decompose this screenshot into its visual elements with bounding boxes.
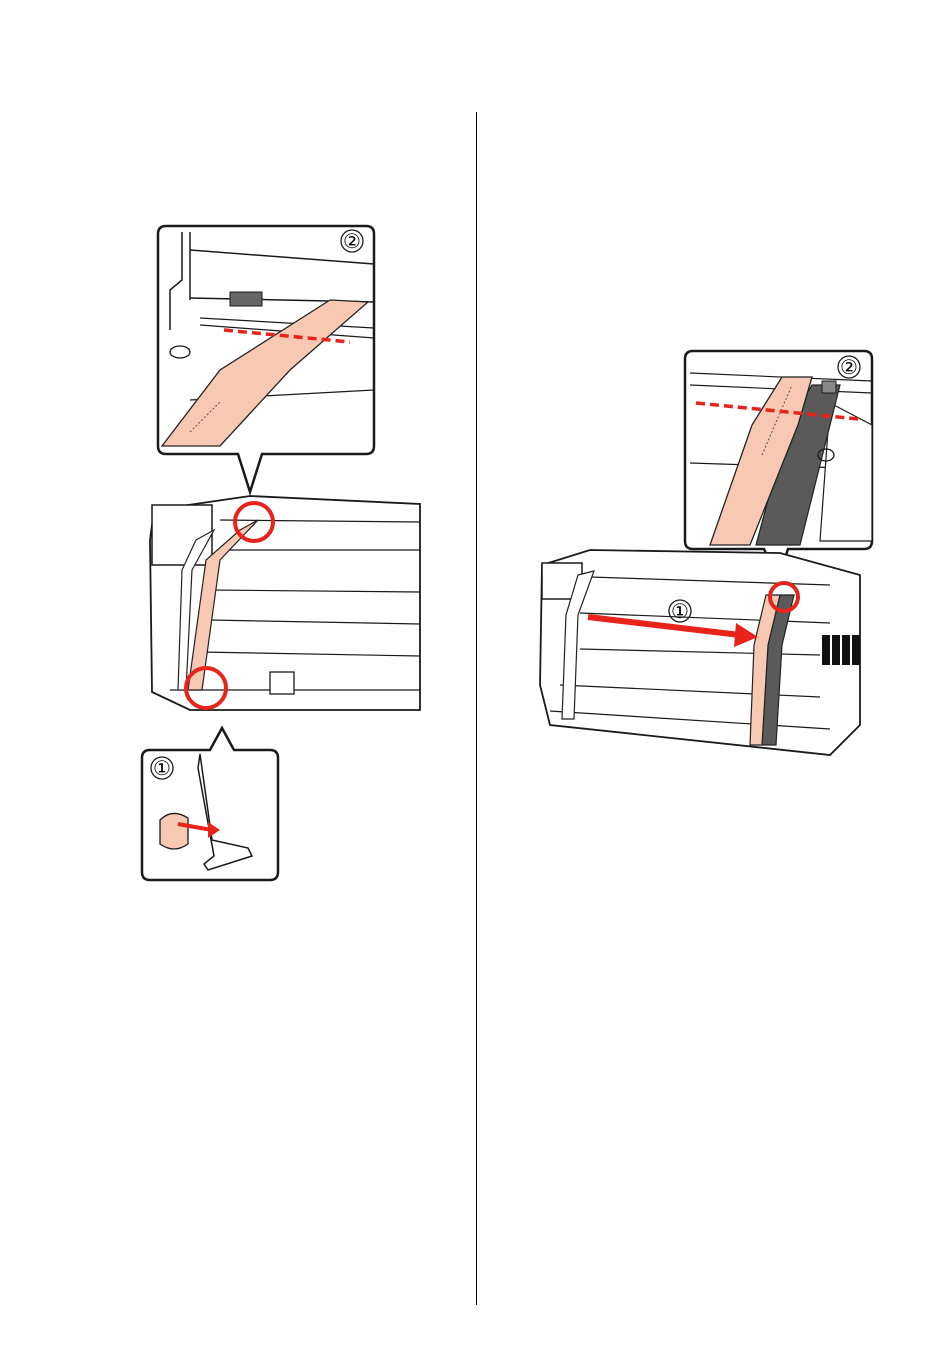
callout-label: ① (671, 599, 689, 623)
callout-label: ① (153, 756, 171, 780)
printer-body (150, 496, 420, 710)
zoom-panel-bottom: ① (142, 728, 278, 880)
column-divider (476, 112, 477, 1305)
callout-label: ② (343, 229, 361, 253)
zoom-panel-right: ② (685, 351, 872, 581)
right-illustration: ② ① (530, 345, 880, 775)
printer-body-right: ① (540, 550, 860, 755)
callout-label: ② (840, 355, 858, 379)
zoom-panel-top: ② (158, 226, 374, 492)
left-illustration: ② ① (130, 220, 430, 890)
